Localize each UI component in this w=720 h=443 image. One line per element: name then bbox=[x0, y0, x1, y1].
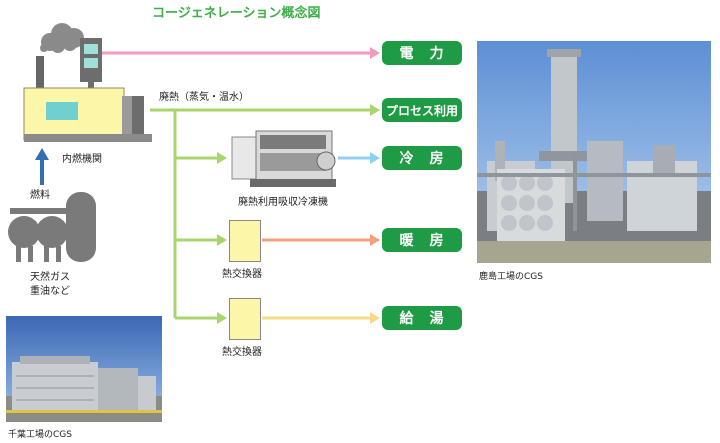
smoke-icon bbox=[40, 23, 84, 53]
electricity-arrowhead bbox=[370, 47, 380, 59]
fuel-label: 燃料 bbox=[30, 190, 50, 201]
output-electricity: 電 力 bbox=[382, 41, 462, 65]
engine-label: 内燃機関 bbox=[62, 154, 102, 165]
diagram-title: コージェネレーション概念図 bbox=[152, 6, 321, 21]
engine-illustration bbox=[23, 23, 152, 142]
output-heating: 暖 房 bbox=[382, 228, 462, 252]
chiba-plant-caption: 千葉工場のCGS bbox=[8, 430, 72, 440]
heat-exchanger-1 bbox=[229, 220, 261, 262]
output-cooling: 冷 房 bbox=[382, 146, 462, 170]
absorption-chiller-illustration bbox=[231, 130, 336, 187]
heat-exchanger-2-label: 熱交換器 bbox=[222, 347, 262, 358]
heat-exchanger-2 bbox=[229, 298, 261, 340]
fuel-tank-illustration bbox=[8, 192, 96, 262]
chiba-plant-photo bbox=[6, 316, 162, 422]
fuel-types-line1: 天然ガス bbox=[30, 272, 70, 283]
output-process: プロセス利用 bbox=[382, 98, 462, 122]
fuel-types-line2: 重油など bbox=[30, 286, 70, 297]
waste-heat-label: 廃熱（蒸気・温水） bbox=[159, 92, 249, 103]
heat-exchanger-1-label: 熱交換器 bbox=[222, 269, 262, 280]
process-arrowhead bbox=[370, 104, 380, 116]
chiller-label: 廃熱利用吸収冷凍機 bbox=[238, 197, 328, 208]
kashima-plant-caption: 鹿島工場のCGS bbox=[479, 272, 543, 282]
kashima-plant-photo bbox=[477, 41, 711, 263]
fuel-arrowhead bbox=[35, 148, 49, 160]
output-hot-water: 給 湯 bbox=[382, 306, 462, 330]
